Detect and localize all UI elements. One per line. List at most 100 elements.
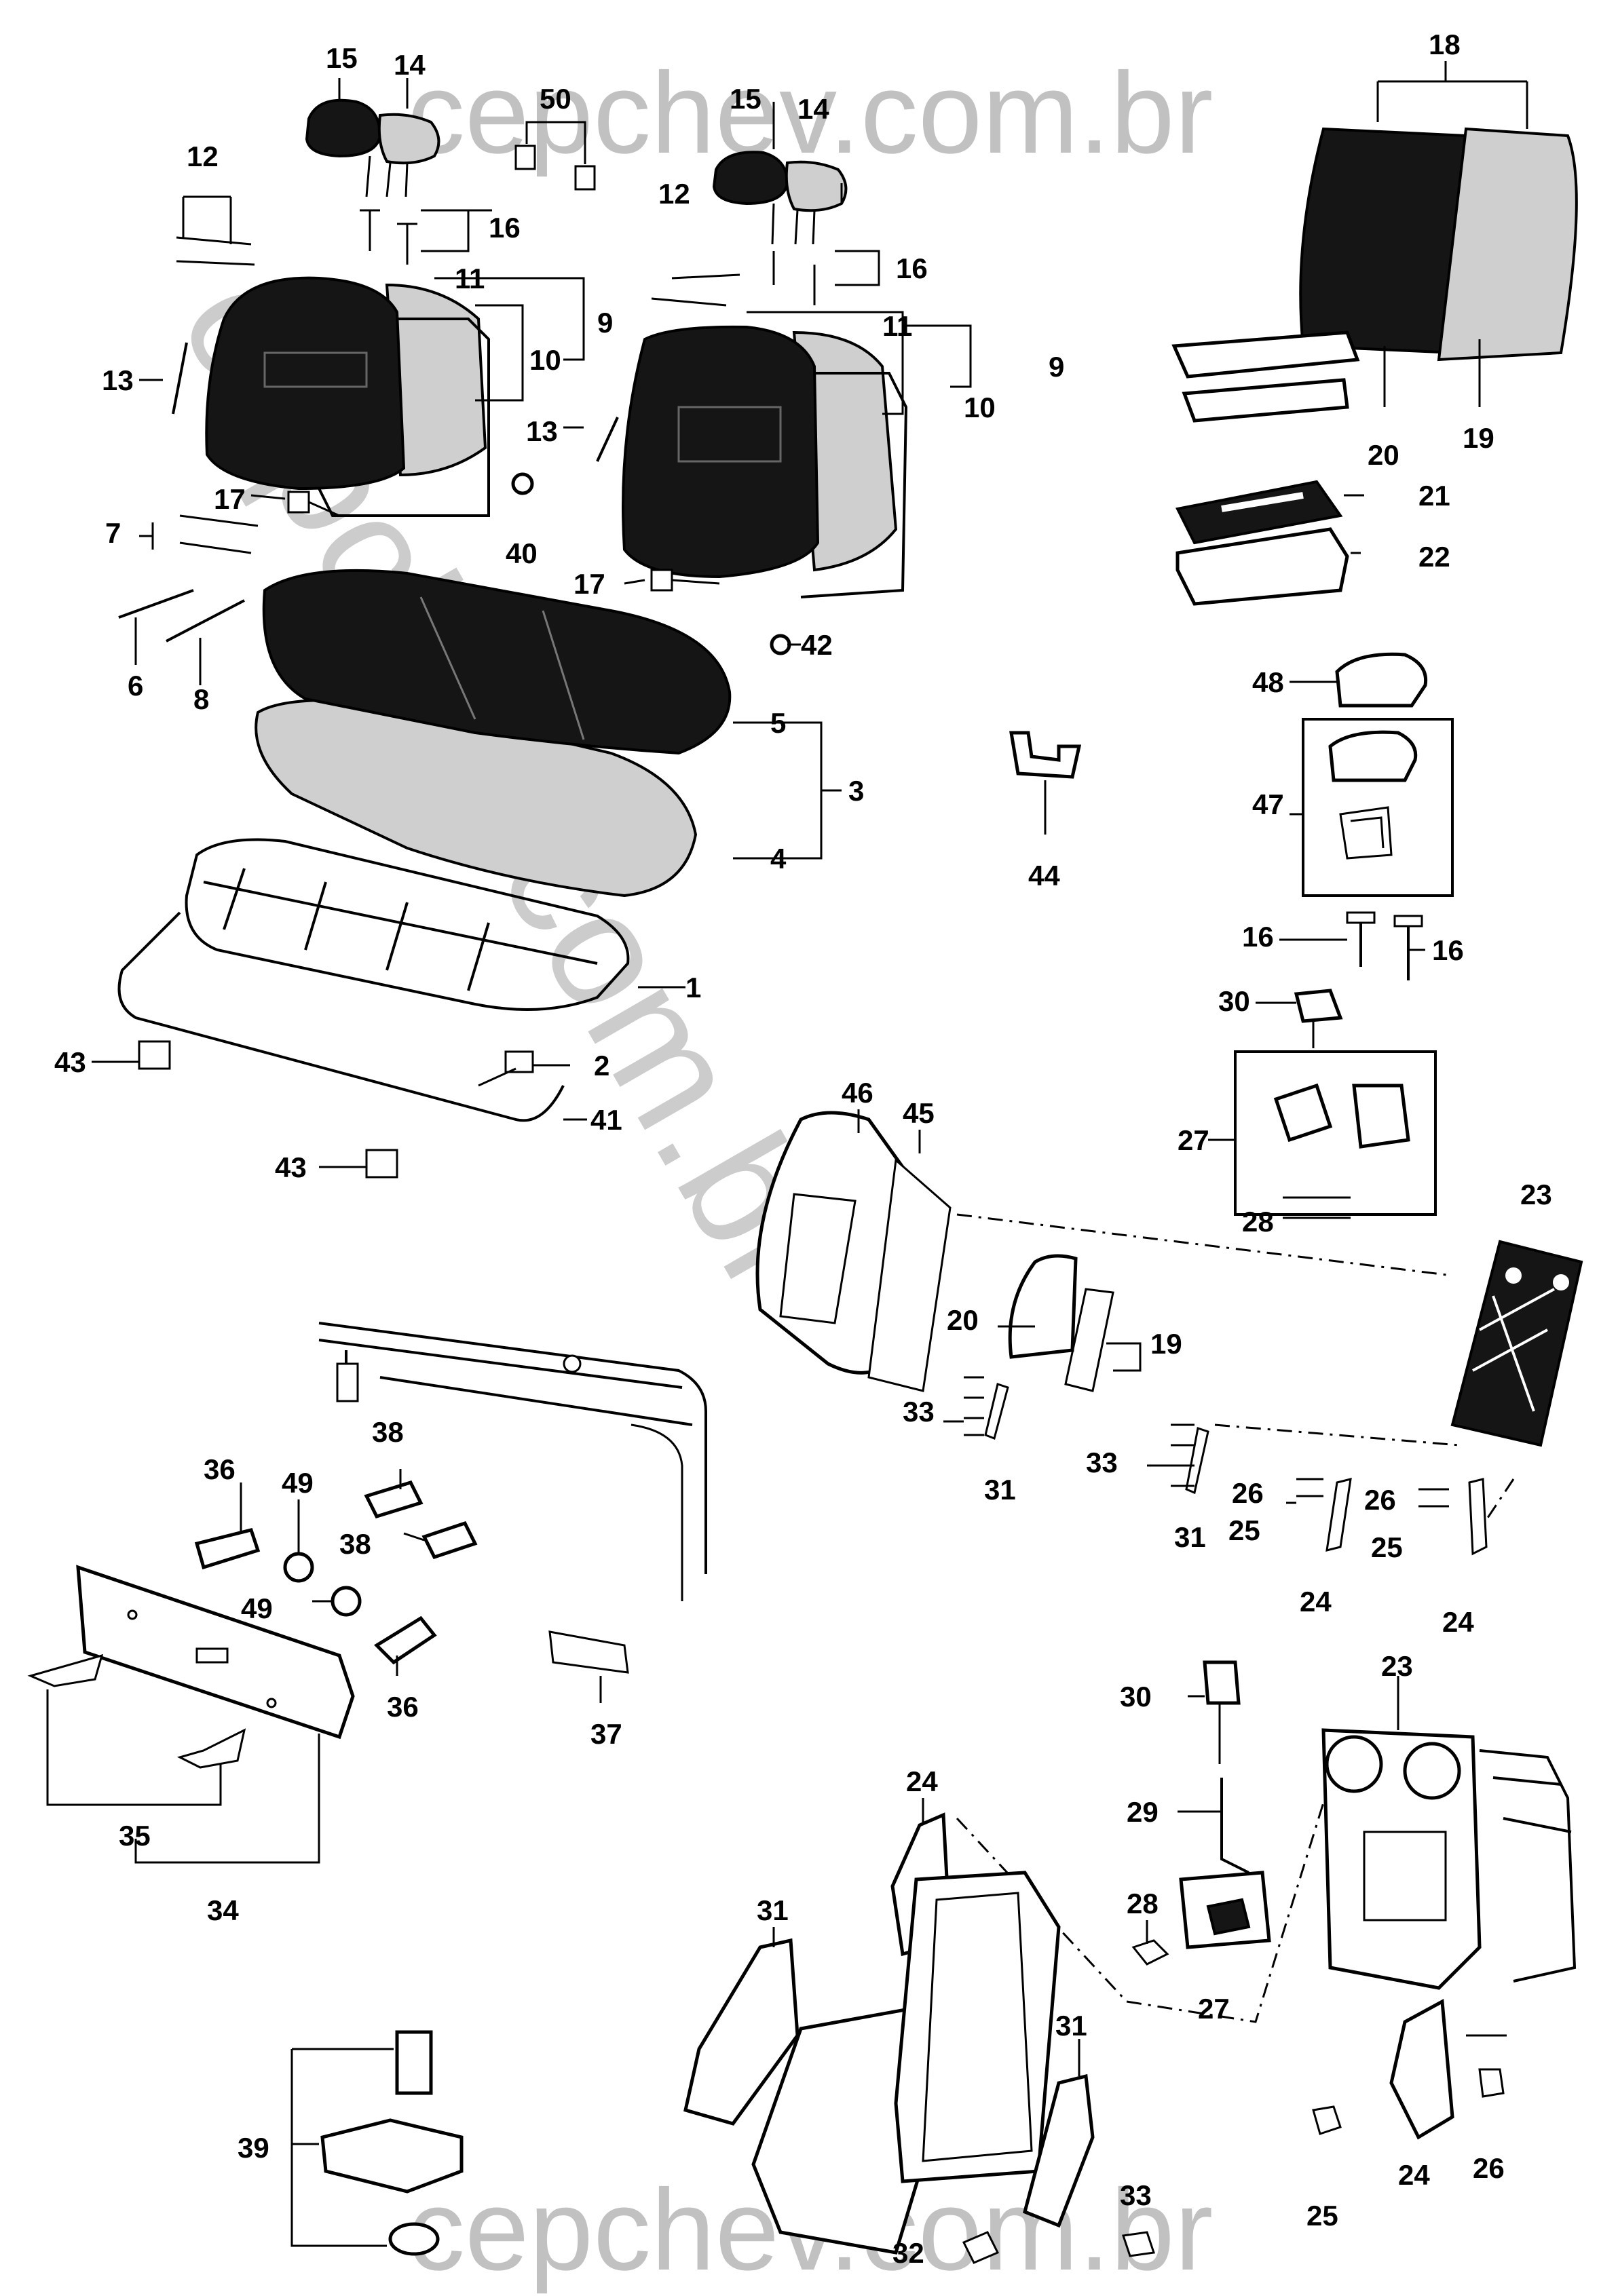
callout-26b: 26	[1364, 1484, 1396, 1516]
trunk-panel	[318, 1322, 707, 1601]
callout-38a: 38	[372, 1416, 404, 1448]
callout-30b: 30	[1120, 1681, 1152, 1713]
callout-8: 8	[193, 683, 209, 715]
callout-28b: 28	[1127, 1888, 1159, 1919]
callout-10b: 10	[964, 391, 996, 423]
callout-16b: 16	[896, 252, 928, 284]
hinge-31-left	[683, 1938, 799, 2126]
rod-29	[1220, 1778, 1249, 1874]
callout-15a: 15	[326, 42, 358, 74]
callout-24c: 24	[906, 1765, 938, 1797]
watermark-top: cepchev.com.br	[407, 49, 1213, 178]
callout-25a: 25	[1228, 1514, 1260, 1546]
callout-39: 39	[238, 2132, 269, 2164]
callout-16a: 16	[489, 212, 521, 244]
callout-40: 40	[506, 537, 538, 569]
callout-49a: 49	[282, 1467, 314, 1499]
callout-20b: 20	[947, 1304, 979, 1336]
armrest-48	[1335, 652, 1428, 708]
callout-23a: 23	[1520, 1179, 1552, 1210]
connector-line-4	[956, 1736, 1345, 2023]
callout-33a: 33	[903, 1396, 935, 1428]
bracket-23-top	[1450, 1240, 1583, 1447]
callout-48: 48	[1252, 666, 1284, 698]
callout-16c: 16	[1242, 921, 1274, 953]
callout-33b: 33	[1086, 1447, 1118, 1478]
wires-7-left	[179, 514, 259, 554]
hinges-31-mid	[984, 1383, 1209, 1495]
bolt-17-center	[650, 569, 720, 592]
latch-30-top	[1294, 989, 1343, 1048]
callout-35: 35	[119, 1820, 151, 1852]
callout-9b: 9	[1049, 351, 1064, 383]
callout-3: 3	[848, 775, 864, 807]
latch-30-bottom	[1203, 1660, 1241, 1764]
callout-12b: 12	[658, 178, 690, 210]
lock-27-bottom	[1179, 1871, 1271, 1949]
bracket-44	[1009, 731, 1082, 835]
callout-6: 6	[128, 670, 143, 702]
clips-43	[138, 1040, 398, 1179]
bolt-32	[962, 2231, 1000, 2264]
callout-49b: 49	[241, 1592, 273, 1624]
headrest-left-group	[305, 98, 440, 197]
callout-31c: 31	[757, 1894, 789, 1926]
callout-37: 37	[590, 1718, 622, 1750]
callout-7: 7	[105, 517, 121, 549]
callout-24a: 24	[1300, 1586, 1332, 1618]
callout-4: 4	[770, 843, 787, 875]
callout-12a: 12	[187, 140, 219, 172]
callout-1: 1	[685, 972, 701, 1003]
callout-19b: 19	[1150, 1328, 1182, 1360]
bracket-39	[290, 2030, 464, 2256]
callout-11b: 11	[882, 310, 912, 342]
clip-pair-50	[514, 121, 596, 191]
callout-47: 47	[1252, 788, 1284, 820]
clip-2	[478, 1050, 534, 1087]
callout-24d: 24	[1398, 2159, 1430, 2191]
seatback-right	[622, 325, 908, 598]
hinges-24-mid	[1325, 1477, 1488, 1556]
screws-33-26-25	[964, 1376, 1449, 1508]
striker-34	[76, 1565, 355, 1740]
callout-28a: 28	[1242, 1206, 1274, 1238]
headrest-center-group	[712, 151, 848, 245]
bolts-38	[364, 1480, 478, 1560]
cushion-20-center	[1008, 1254, 1114, 1392]
callout-17b: 17	[573, 568, 605, 600]
callout-31a: 31	[984, 1474, 1016, 1506]
callout-2: 2	[594, 1050, 609, 1082]
bolt-28-bottom	[1131, 1939, 1169, 1966]
connector-line-2	[1214, 1423, 1460, 1447]
callout-45: 45	[903, 1097, 935, 1129]
rod-13-center	[596, 417, 619, 462]
callout-21: 21	[1418, 480, 1450, 512]
clip-37	[548, 1630, 629, 1674]
callout-44: 44	[1028, 860, 1060, 892]
lock-27-top	[1234, 1050, 1437, 1216]
callout-24b: 24	[1442, 1606, 1474, 1638]
screws-35	[27, 1653, 246, 1769]
callout-41: 41	[590, 1104, 622, 1136]
panel-45	[867, 1158, 952, 1392]
callout-27b: 27	[1198, 1993, 1230, 2025]
bracket-23-bottom	[1321, 1728, 1577, 1990]
callout-36a: 36	[204, 1453, 236, 1485]
callout-labels: 1 2 3 4 5 6 7 8 9 9 10 10 11 11 12 12 13…	[54, 28, 1552, 2269]
callout-26c: 26	[1473, 2152, 1505, 2184]
callout-14a: 14	[394, 49, 426, 81]
callout-32: 32	[892, 2237, 924, 2269]
callout-27a: 27	[1178, 1124, 1209, 1156]
callout-13a: 13	[102, 364, 134, 396]
box-47	[1302, 718, 1454, 897]
callout-19a: 19	[1463, 422, 1494, 454]
rod-13-left	[172, 342, 188, 415]
callout-42: 42	[801, 629, 833, 661]
callout-33c: 33	[1120, 2179, 1152, 2211]
callout-29: 29	[1127, 1796, 1159, 1828]
leader-lines	[46, 78, 1481, 2076]
nuts-49	[283, 1552, 362, 1617]
pads-20	[1171, 330, 1360, 423]
callout-46: 46	[842, 1077, 873, 1109]
